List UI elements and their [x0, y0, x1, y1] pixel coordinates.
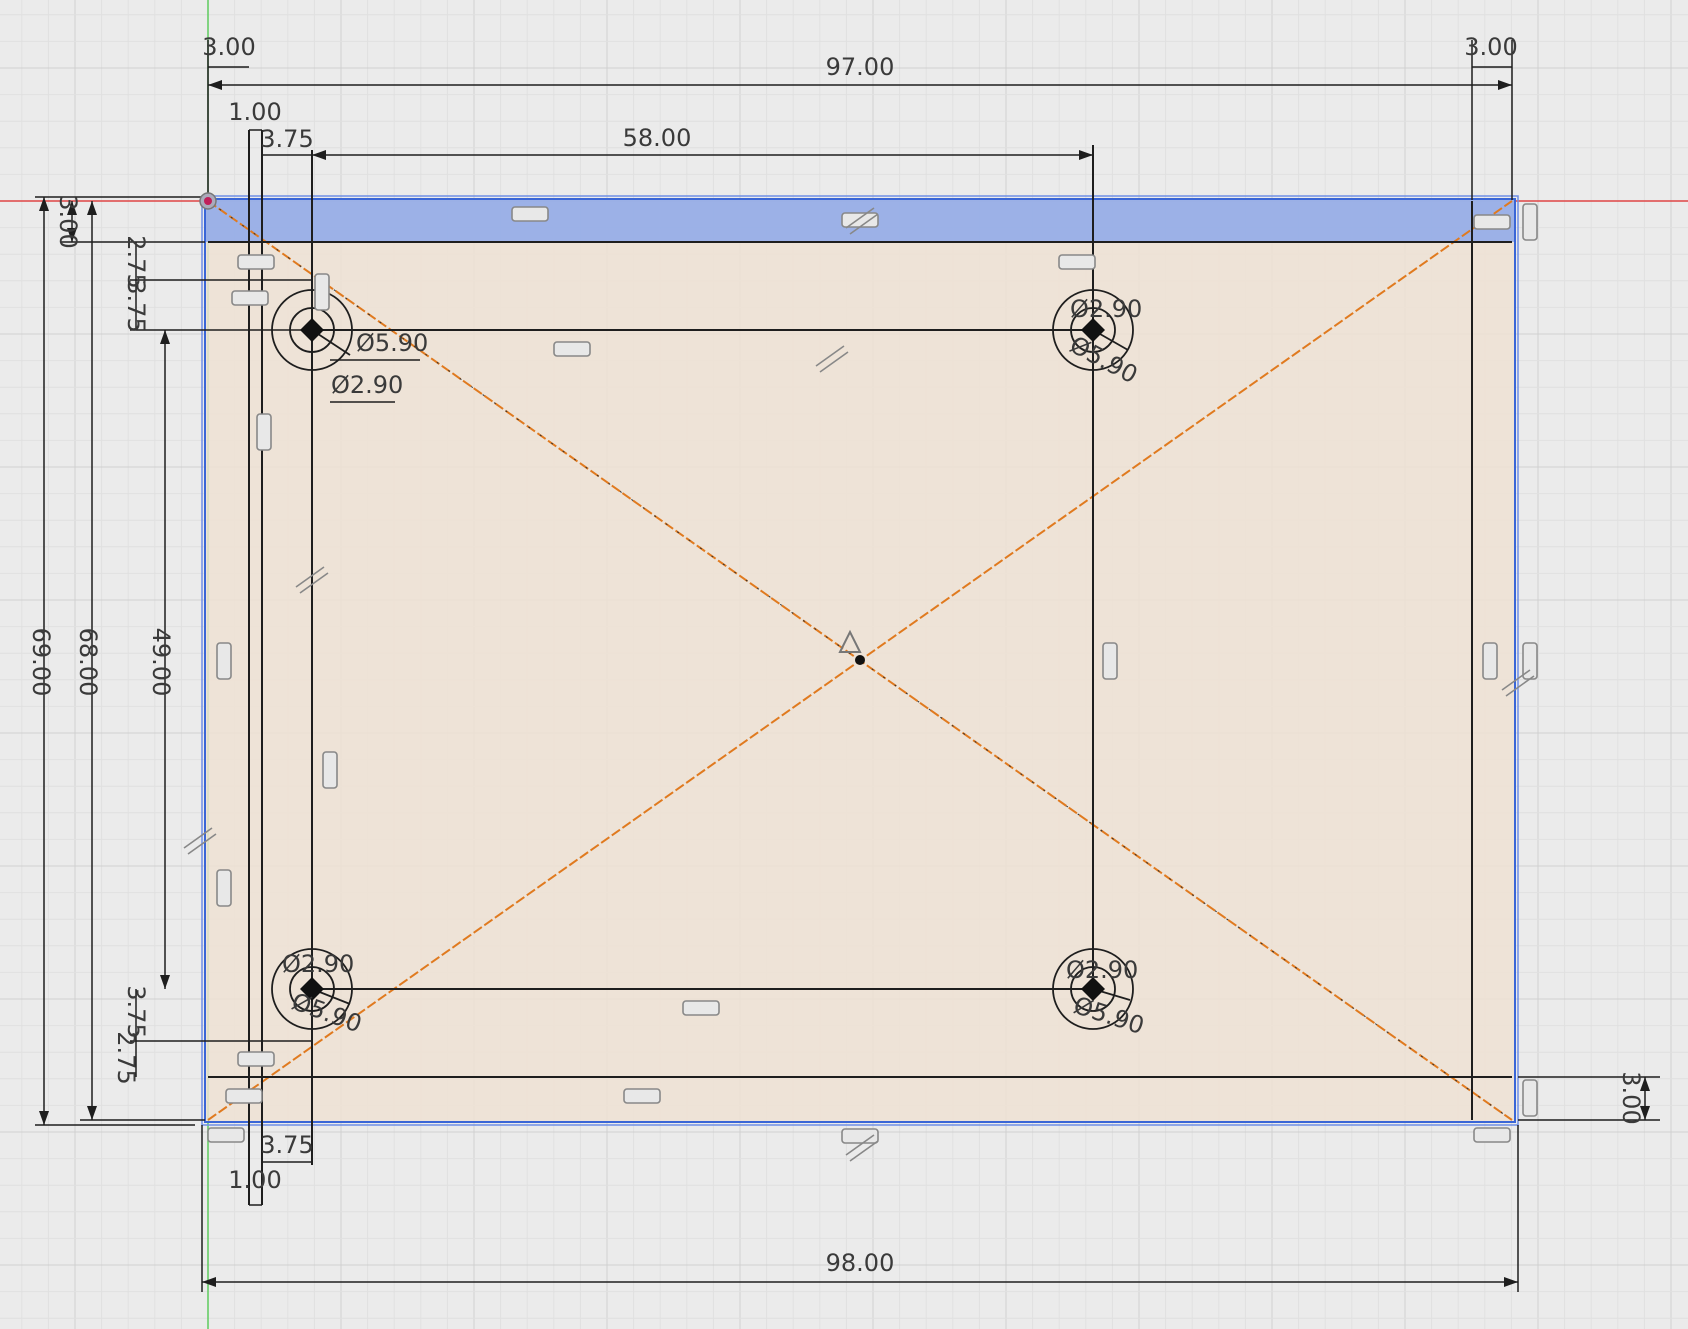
vertical-constraint-icon[interactable] [1522, 1079, 1538, 1117]
parallel-constraint-icon[interactable] [815, 345, 849, 373]
parallel-constraint-icon[interactable] [845, 207, 879, 235]
horizontal-constraint-icon[interactable] [207, 1127, 245, 1143]
dim-hole-spacing-y: 49.00 [147, 628, 175, 697]
dim-offset-bottom: 1.00 [228, 1166, 281, 1194]
dimension-lines [35, 40, 1660, 1292]
hole-bottom-right-inner [1070, 966, 1116, 1012]
horizontal-constraint-icon[interactable] [682, 1000, 720, 1016]
dim-hole-inset-bottom: 3.75 [260, 1131, 313, 1159]
hole-bl-inner-diameter: Ø2.90 [282, 950, 354, 978]
dim-right-band: 3.00 [1617, 1071, 1645, 1124]
hole-top-left-outer [271, 289, 353, 371]
vertical-constraint-icon[interactable] [1102, 642, 1118, 680]
dim-gap-bottom-b: 2.75 [112, 1031, 140, 1084]
dim-top-width: 97.00 [826, 53, 895, 81]
origin-point-core [204, 197, 212, 205]
horizontal-constraint-icon[interactable] [231, 290, 269, 306]
hole-centers [300, 318, 1105, 1001]
horizontal-constraint-icon[interactable] [841, 212, 879, 228]
horizontal-constraint-icon[interactable] [511, 206, 549, 222]
dim-overall-width: 98.00 [826, 1249, 895, 1277]
horizontal-constraint-icon[interactable] [237, 254, 275, 270]
hole-top-right-inner [1070, 307, 1116, 353]
vertical-constraint-icon[interactable] [216, 642, 232, 680]
parallel-constraint-icon[interactable] [295, 566, 329, 594]
dim-gap-top: 2.75 [122, 235, 150, 288]
dim-hole-spacing-x: 58.00 [623, 124, 692, 152]
profile-outline [201, 195, 1519, 1126]
dim-overall-height: 69.00 [27, 628, 55, 697]
hole-tr-inner-diameter: Ø2.90 [1070, 295, 1142, 323]
dimension-arrows [39, 80, 1650, 1287]
dim-offset-top: 1.00 [228, 98, 281, 126]
vertical-constraint-icon[interactable] [1482, 642, 1498, 680]
hole-top-right-outer [1052, 289, 1134, 371]
dim-right-wall: 3.00 [1464, 33, 1517, 61]
parallel-constraint-icon[interactable] [183, 827, 217, 855]
hole-bottom-right-outer [1052, 948, 1134, 1030]
parallel-constraint-icon[interactable] [845, 1134, 879, 1162]
horizontal-constraint-icon[interactable] [1473, 1127, 1511, 1143]
constraint-glyphs [183, 203, 1538, 1162]
hole-bottom-left-inner [289, 966, 335, 1012]
horizontal-constraint-icon[interactable] [1058, 254, 1096, 270]
hole-top-left-inner [289, 307, 335, 353]
dim-gap-top-b: 3.75 [122, 279, 150, 332]
horizontal-constraint-icon[interactable] [1473, 214, 1511, 230]
vertical-constraint-icon[interactable] [1522, 203, 1538, 241]
dim-left-wall: 3.00 [202, 33, 255, 61]
dim-top-band: 3.00 [54, 195, 82, 248]
horizontal-constraint-icon[interactable] [237, 1051, 275, 1067]
hole-inner-diameter: Ø2.90 [331, 371, 403, 399]
dim-gap-bottom: 3.75 [122, 985, 150, 1038]
midpoint-constraint-icon [838, 629, 862, 653]
mounting-holes[interactable] [271, 289, 1134, 1030]
dim-inner-height: 68.00 [74, 628, 102, 697]
hole-bottom-left-outer [271, 948, 353, 1030]
dim-hole-inset-top: 3.75 [260, 125, 313, 153]
hole-br-inner-diameter: Ø2.90 [1066, 956, 1138, 984]
vertical-constraint-icon[interactable] [322, 751, 338, 789]
hole-outer-diameter: Ø5.90 [356, 329, 428, 357]
parallel-constraint-icon[interactable] [1501, 669, 1535, 697]
vertical-constraint-icon[interactable] [314, 273, 330, 311]
vertical-constraint-icon[interactable] [256, 413, 272, 451]
horizontal-constraint-icon[interactable] [225, 1088, 263, 1104]
vertical-constraint-icon[interactable] [216, 869, 232, 907]
horizontal-constraint-icon[interactable] [623, 1088, 661, 1104]
horizontal-constraint-icon[interactable] [553, 341, 591, 357]
